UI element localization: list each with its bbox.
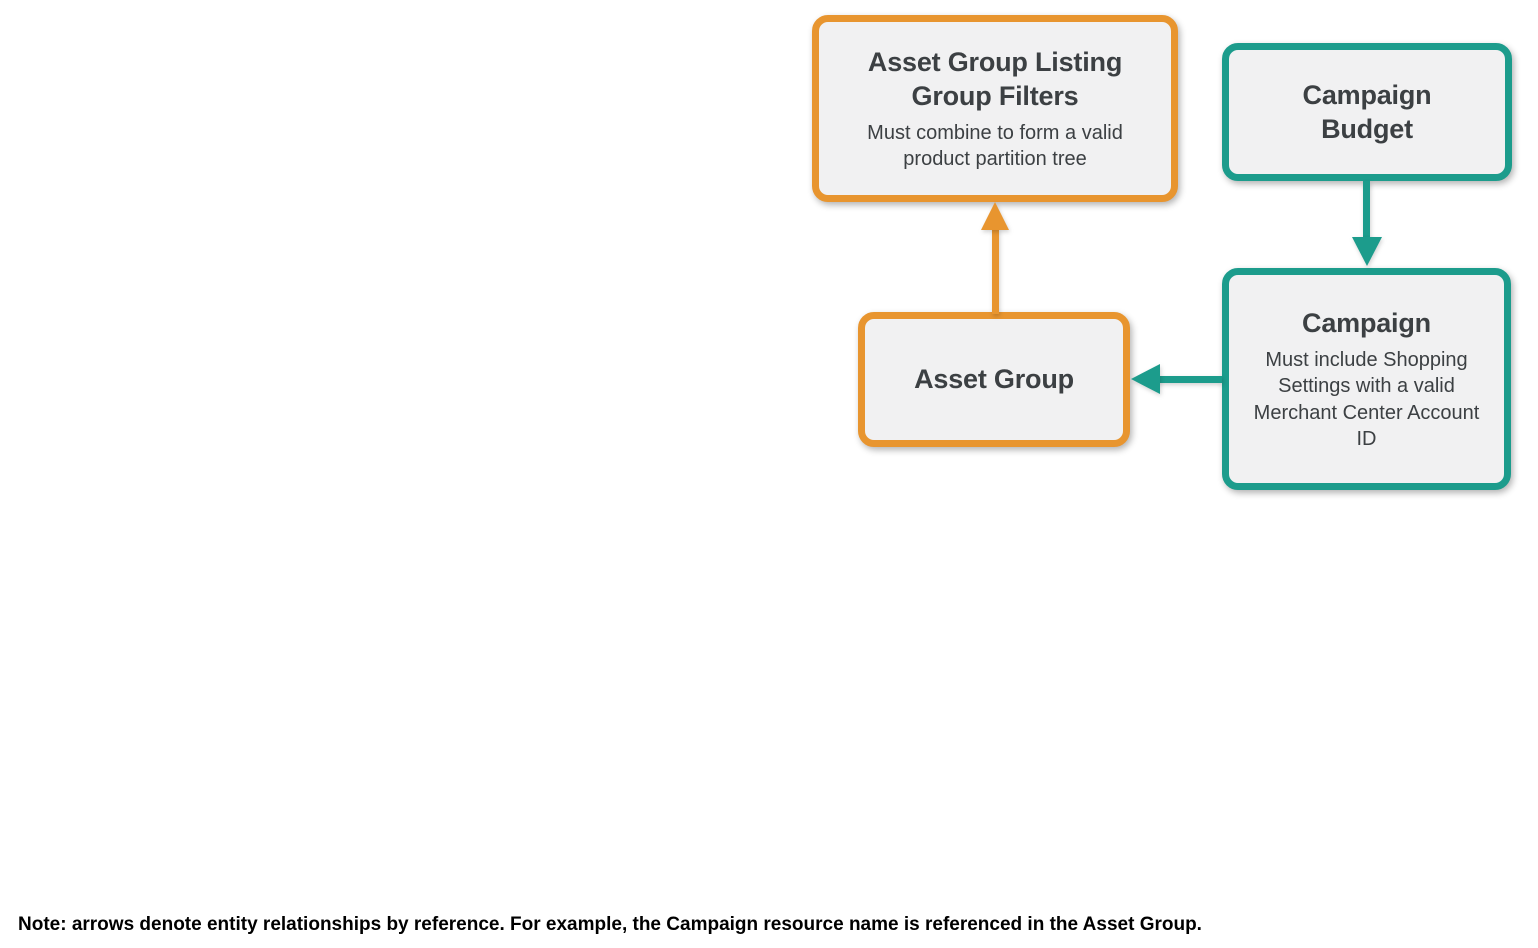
arrow-head-up-icon <box>981 202 1009 230</box>
node-asset-group-listing-group-filters: Asset Group Listing Group Filters Must c… <box>812 15 1178 202</box>
node-title: Asset Group Listing Group Filters <box>867 46 1123 111</box>
node-subtitle: Must combine to form a valid product par… <box>867 121 1123 171</box>
arrow-line <box>1156 376 1222 383</box>
arrow-head-down-icon <box>1352 237 1382 266</box>
node-title: Campaign <box>1302 307 1431 338</box>
node-title: Asset Group <box>914 364 1074 395</box>
node-campaign: Campaign Must include Shopping Settings … <box>1222 268 1511 490</box>
node-subtitle: Must include Shopping Settings with a va… <box>1253 348 1480 450</box>
node-title: Campaign Budget <box>1302 79 1432 144</box>
arrow-line <box>992 228 999 314</box>
node-asset-group: Asset Group <box>858 312 1130 447</box>
arrow-head-left-icon <box>1131 364 1160 394</box>
arrow-line <box>1363 181 1370 239</box>
diagram-note: Note: arrows denote entity relationships… <box>18 914 1202 935</box>
node-campaign-budget: Campaign Budget <box>1222 43 1512 181</box>
